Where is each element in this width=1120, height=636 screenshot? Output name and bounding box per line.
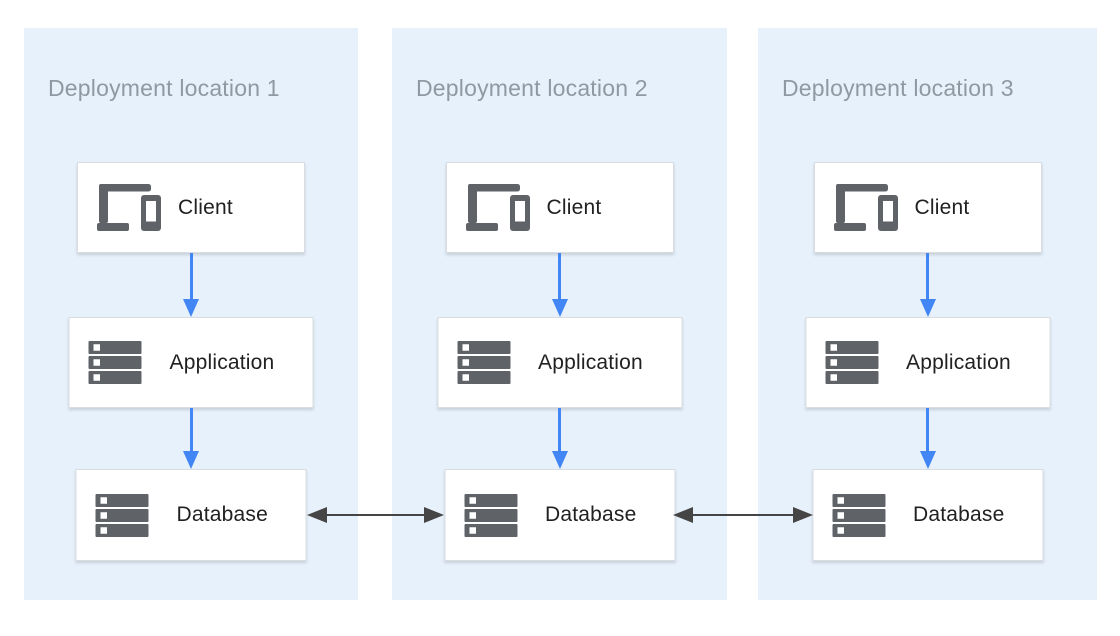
devices-icon — [97, 184, 161, 231]
devices-icon — [833, 184, 898, 231]
arrowhead-right-icon — [793, 507, 813, 523]
server-stack-icon — [88, 341, 153, 384]
deployment-location-1-panel: Deployment location 1 Client — [24, 28, 358, 600]
flow-arrow-application-to-database — [551, 408, 568, 469]
panel-title: Deployment location 1 — [48, 75, 280, 101]
deployment-location-2-panel: Deployment location 2 Client — [392, 28, 727, 600]
arrowhead-left-icon — [307, 507, 327, 523]
replication-arrow-db1-db2 — [307, 507, 444, 523]
application-node: Application — [68, 317, 314, 408]
client-node: Client — [77, 162, 305, 253]
panel-title: Deployment location 3 — [782, 75, 1014, 101]
node-label: Client — [546, 195, 602, 219]
panel-title: Deployment location 2 — [416, 75, 648, 101]
node-label: Application — [169, 350, 275, 374]
node-label: Application — [906, 350, 1011, 374]
client-node: Client — [445, 162, 674, 253]
application-node: Application — [437, 317, 682, 408]
server-stack-icon — [832, 493, 896, 537]
node-label: Client — [914, 195, 970, 219]
arrowhead-right-icon — [424, 507, 444, 523]
database-node: Database — [444, 469, 675, 561]
application-node: Application — [805, 317, 1050, 408]
flow-arrow-application-to-database — [183, 408, 199, 469]
node-label: Client — [178, 195, 233, 219]
server-stack-icon — [457, 341, 521, 384]
replication-arrow-db2-db3 — [673, 507, 813, 523]
node-label: Database — [913, 503, 1005, 526]
deployment-location-3-panel: Deployment location 3 Client — [758, 28, 1097, 600]
flow-arrow-application-to-database — [919, 408, 936, 469]
server-stack-icon — [464, 493, 528, 537]
database-node: Database — [812, 469, 1043, 561]
server-stack-icon — [825, 341, 889, 384]
database-node: Database — [75, 469, 307, 561]
flow-arrow-client-to-application — [551, 253, 568, 317]
server-stack-icon — [95, 493, 160, 537]
devices-icon — [465, 184, 530, 231]
flow-arrow-client-to-application — [919, 253, 936, 317]
node-label: Database — [176, 503, 268, 526]
node-label: Application — [538, 350, 643, 374]
node-label: Database — [545, 503, 637, 526]
arrowhead-left-icon — [673, 507, 693, 523]
flow-arrow-client-to-application — [183, 253, 199, 317]
client-node: Client — [813, 162, 1042, 253]
